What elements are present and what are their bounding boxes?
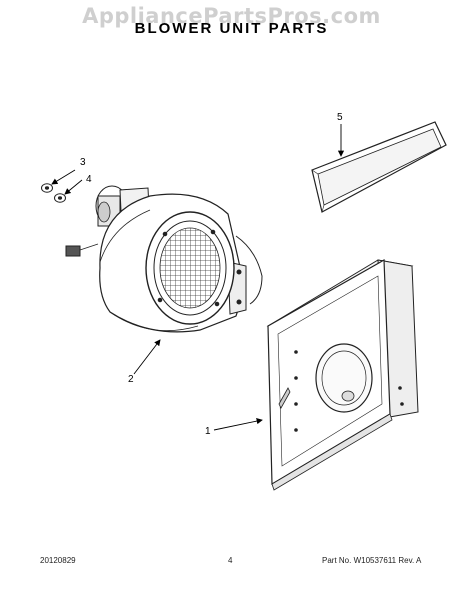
filter-frame-part-5	[311, 121, 447, 213]
footer-page-number: 4	[228, 556, 233, 565]
leader-line-2	[133, 339, 161, 375]
callout-5: 5	[337, 112, 343, 123]
leader-line-4	[64, 179, 83, 195]
leader-lines	[51, 124, 345, 431]
leader-line-3	[51, 169, 76, 185]
washer-part-3	[41, 183, 53, 193]
page-title: BLOWER UNIT PARTS	[134, 20, 329, 37]
washer-part-4	[54, 193, 66, 203]
blower-assembly-part-2	[65, 185, 263, 333]
callout-2: 2	[128, 374, 134, 385]
callout-1: 1	[205, 426, 211, 437]
footer-part-number: Part No. W10537611 Rev. A	[322, 556, 422, 565]
blower-box-part-1	[266, 258, 419, 491]
watermark-text: AppliancePartsPros.com	[82, 4, 381, 28]
footer-date: 20120829	[40, 556, 76, 565]
callout-3: 3	[80, 157, 86, 168]
leader-line-1	[213, 418, 263, 431]
callout-4: 4	[86, 174, 92, 185]
